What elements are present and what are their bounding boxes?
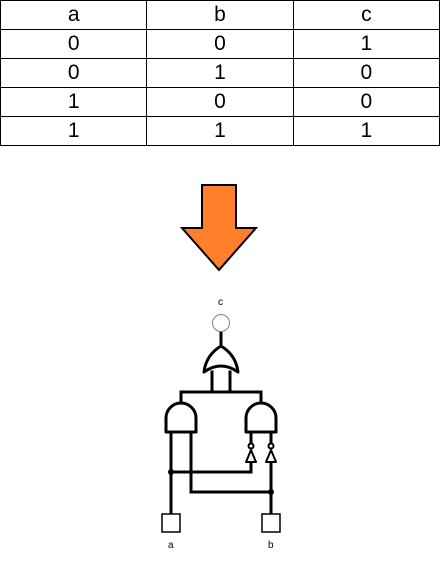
circuit-wires (169, 331, 273, 515)
table-cell: 1 (0, 116, 148, 146)
table-cell: 1 (0, 87, 148, 117)
table-cell: 1 (292, 116, 441, 146)
table-cell: 0 (292, 58, 441, 88)
table-cell: 1 (292, 29, 441, 59)
table-cell: 0 (146, 29, 294, 59)
not-gate-left-bubble (247, 442, 255, 450)
not-gate-right (265, 449, 277, 463)
input-label-b: b (268, 540, 274, 551)
logic-gates (164, 344, 278, 463)
wire-junctions (168, 469, 274, 495)
truth-table: a b c 0 0 1 0 1 0 1 0 0 1 1 1 (0, 0, 441, 146)
not-gate-right-bubble (267, 442, 275, 450)
table-cell: 1 (146, 116, 294, 146)
output-label-c: c (218, 297, 223, 308)
down-arrow-shape (179, 184, 259, 272)
table-row: 0 0 1 (0, 29, 441, 59)
input-label-a: a (168, 540, 174, 551)
output-pin-c (212, 314, 230, 332)
and-gate-left (164, 401, 198, 434)
junction-dot (268, 489, 274, 495)
table-row: 1 1 1 (0, 116, 441, 146)
and-gate-right (244, 401, 278, 434)
input-pin-a[interactable] (161, 513, 181, 533)
table-row: 1 0 0 (0, 87, 441, 117)
junction-dot (168, 469, 174, 475)
or-gate (202, 344, 240, 374)
input-pin-b[interactable] (261, 513, 281, 533)
not-gate-left (245, 449, 257, 463)
circuit-pins (161, 314, 281, 533)
